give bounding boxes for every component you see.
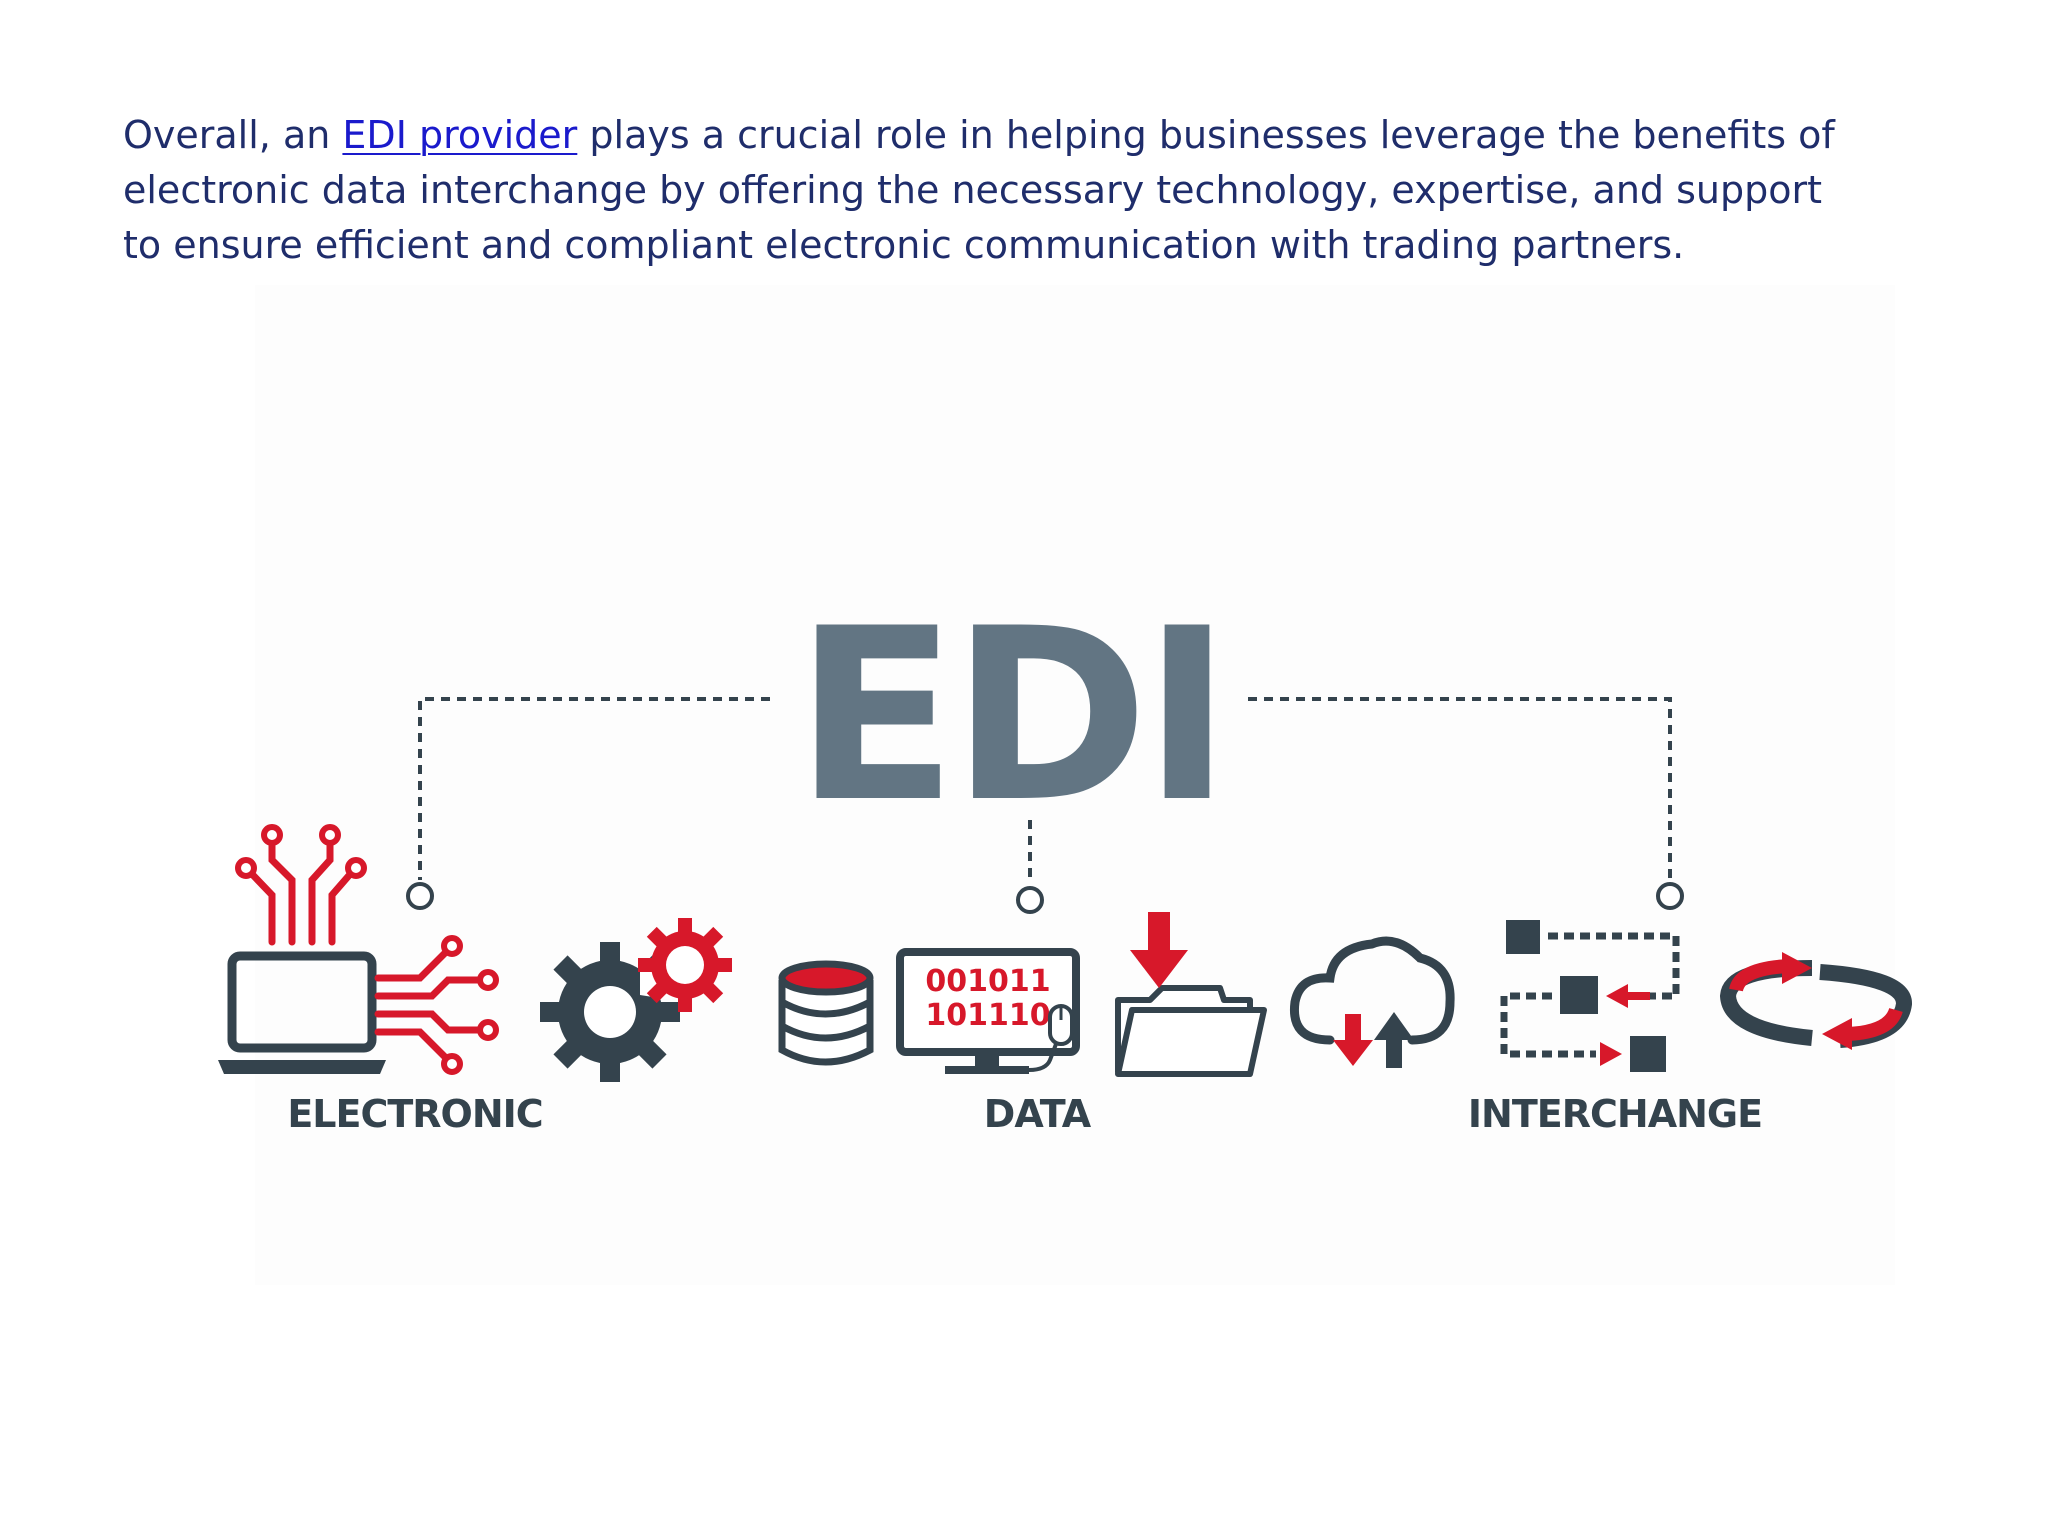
binary-line-2: 101110 (925, 998, 1050, 1033)
connector-nodes (406, 882, 1684, 914)
gears-icon (540, 918, 732, 1082)
database-icon (778, 960, 874, 1066)
edi-illustration (255, 285, 1895, 1285)
folder-download-icon (1115, 912, 1267, 1077)
paragraph-intro: Overall, an (123, 113, 343, 157)
binary-line-1: 001011 (925, 964, 1050, 999)
label-electronic: ELECTRONIC (287, 1092, 542, 1136)
exchange-arrows-icon (1719, 952, 1912, 1050)
connector-lines (418, 697, 1672, 882)
workflow-icon (1500, 920, 1680, 1072)
body-paragraph: Overall, an EDI provider plays a crucial… (123, 108, 1843, 273)
laptop-circuit-icon (218, 824, 499, 1075)
cloud-sync-icon (1289, 936, 1455, 1068)
computer-binary-icon: 001011 101110 (896, 948, 1080, 1074)
edi-logo: EDI (795, 578, 1226, 855)
label-interchange: INTERCHANGE (1468, 1092, 1762, 1136)
label-data: DATA (984, 1092, 1092, 1136)
edi-provider-link[interactable]: EDI provider (342, 113, 578, 157)
paragraph-rest: plays a crucial role in helping business… (123, 113, 1835, 267)
